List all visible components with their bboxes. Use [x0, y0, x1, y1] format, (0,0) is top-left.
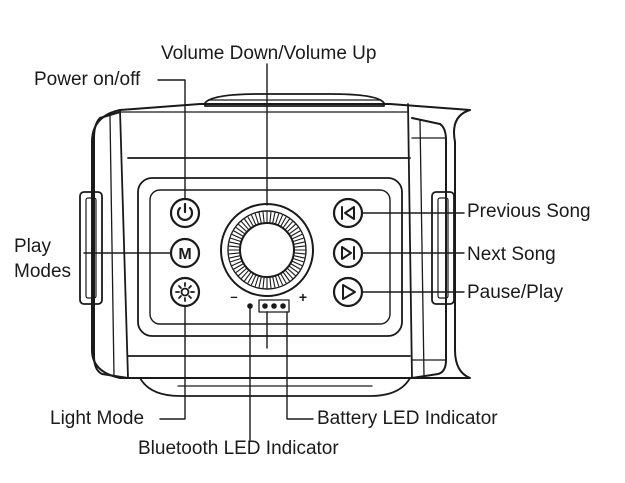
volume-plus-mark: + [299, 289, 307, 305]
knob-ridge [262, 277, 265, 289]
knob-ridge [292, 260, 303, 267]
top-handle [204, 93, 385, 107]
label-battery-led: Battery LED Indicator [317, 408, 498, 429]
knob-ridge [293, 255, 305, 259]
knob-ridge [241, 221, 249, 230]
knob-ridge [272, 276, 276, 288]
label-power: Power on/off [34, 69, 141, 90]
knob-ridge [244, 272, 252, 282]
knob-ridge [290, 263, 301, 270]
knob-ridge [277, 275, 284, 286]
knob-ridge [285, 270, 293, 279]
mode-icon: M [178, 246, 191, 263]
knob-ridge [238, 268, 247, 276]
knob-ridge [228, 252, 240, 255]
knob-ridge [254, 276, 259, 287]
knob-ridge [235, 227, 245, 235]
knob-ridge [231, 233, 242, 240]
knob-ridge [292, 233, 303, 240]
mode-button[interactable]: M [169, 237, 201, 269]
volume-knob[interactable] [220, 203, 314, 297]
knob-ridge [294, 245, 306, 248]
knob-ridges [228, 211, 306, 289]
knob-ridge [258, 212, 262, 224]
volume-minus-mark: – [230, 289, 237, 304]
knob-ridge [287, 268, 296, 276]
knob-ridge [269, 211, 272, 223]
knob-ridge [287, 224, 296, 232]
knob-ridge [231, 260, 242, 267]
knob-ridge [293, 258, 304, 263]
bluetooth-led [247, 303, 253, 309]
label-bluetooth-led: Bluetooth LED Indicator [138, 438, 339, 459]
knob-ridge [285, 221, 293, 230]
knob-ridge [250, 275, 257, 286]
knob-ridge [258, 276, 262, 288]
knob-ridge [294, 252, 306, 255]
light-icon [175, 282, 195, 302]
knob-ridge [254, 213, 259, 224]
previous-button[interactable] [332, 197, 364, 229]
knob-ridge [228, 245, 240, 248]
knob-ridge [262, 211, 265, 223]
knob-ridge [275, 276, 280, 287]
knob-ridge [230, 237, 241, 242]
knob-ridge [282, 272, 290, 282]
label-volume: Volume Down/Volume Up [161, 43, 377, 64]
knob-ridge [269, 277, 272, 289]
knob-ridge [290, 230, 301, 237]
led-indicators [247, 299, 290, 313]
knob-ridge [250, 214, 257, 225]
knob-ridge [233, 263, 244, 270]
knob-ridge [235, 265, 245, 273]
previous-icon [341, 206, 355, 220]
control-panel [137, 177, 403, 337]
label-next-song: Next Song [467, 244, 556, 265]
knob-ridge [272, 212, 276, 224]
play-pause-icon [342, 284, 356, 300]
knob-ridge [241, 270, 249, 279]
knob-ridge [229, 241, 241, 245]
light-button[interactable] [169, 276, 201, 308]
knob-ridge [280, 216, 287, 227]
next-icon [341, 246, 355, 260]
label-play-modes-line2: Modes [14, 261, 72, 282]
knob-ridge [293, 241, 305, 245]
knob-ridge [229, 255, 241, 259]
label-play-modes-line1: Play [14, 236, 51, 257]
knob-ridge [238, 224, 247, 232]
knob-ridge [280, 273, 287, 284]
knob-ridge [289, 227, 299, 235]
knob-ridge [275, 213, 280, 224]
knob-ridge [289, 265, 299, 273]
speaker-body [79, 103, 471, 397]
play-pause-button[interactable] [332, 276, 364, 308]
power-button[interactable] [169, 197, 201, 229]
knob-ridge [277, 214, 284, 225]
leader-lines [83, 63, 465, 441]
knob-ridge [244, 218, 252, 228]
label-pause-play: Pause/Play [467, 282, 564, 303]
knob-ridge [293, 237, 304, 242]
knob-ridge [247, 273, 254, 284]
knob-ridge [233, 230, 244, 237]
knob-ridge [247, 216, 254, 227]
battery-led-group [258, 299, 290, 313]
next-button[interactable] [332, 237, 364, 269]
label-light-mode: Light Mode [50, 408, 145, 429]
knob-ridge [230, 258, 241, 263]
power-icon [176, 202, 194, 221]
knob-ridge [282, 218, 290, 228]
label-previous-song: Previous Song [467, 201, 591, 222]
